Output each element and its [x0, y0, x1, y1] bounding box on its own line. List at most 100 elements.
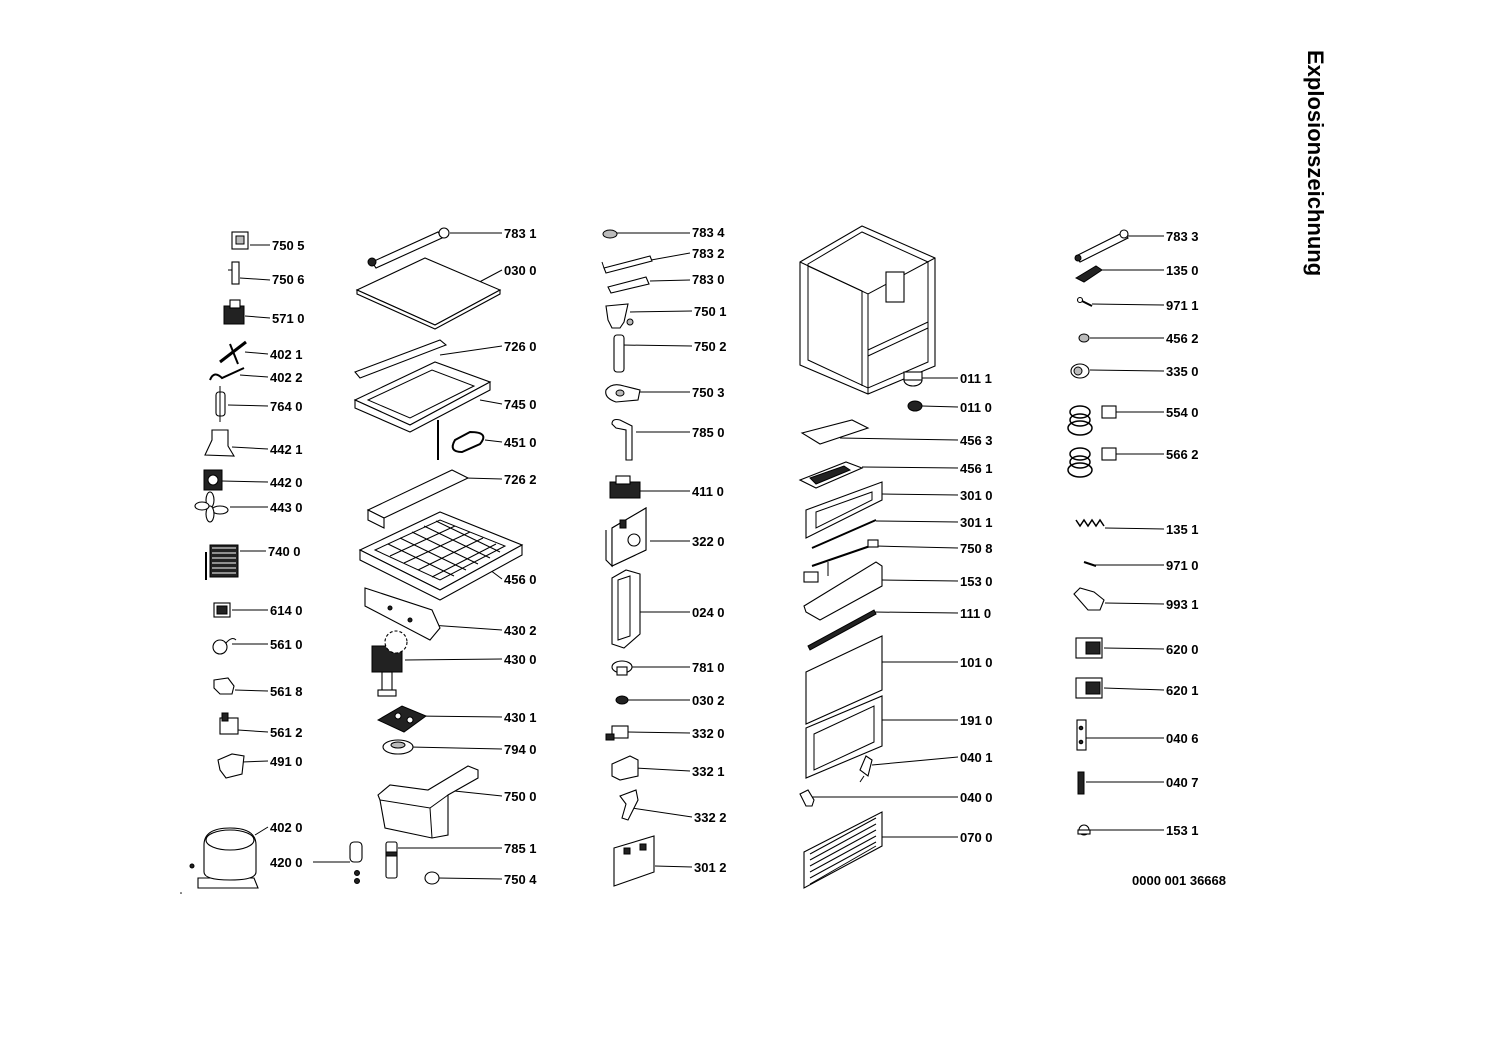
- part-label-024-0: 024 0: [692, 605, 725, 620]
- rod-icon: [811, 519, 877, 549]
- part-label-135-0: 135 0: [1166, 263, 1199, 278]
- part-label-794-0: 794 0: [504, 742, 537, 757]
- part-label-451-0: 451 0: [504, 435, 537, 450]
- part-label-011-1: 011 1: [960, 371, 992, 386]
- part-label-040-7: 040 7: [1166, 775, 1199, 790]
- part-label-614-0: 614 0: [270, 603, 303, 618]
- base-unit-icon: [376, 705, 428, 733]
- part-label-561-2: 561 2: [270, 725, 303, 740]
- part-label-750-2: 750 2: [694, 339, 727, 354]
- part-label-456-2: 456 2: [1166, 331, 1199, 346]
- part-label-971-0: 971 0: [1166, 558, 1199, 573]
- part-label-750-1: 750 1: [694, 304, 727, 319]
- grille-icon: [803, 811, 883, 889]
- part-label-750-8: 750 8: [960, 541, 993, 556]
- profile-strip-icon: [366, 469, 470, 529]
- part-label-040-6: 040 6: [1166, 731, 1199, 746]
- part-drawings: [189, 225, 1129, 889]
- part-label-740-0: 740 0: [268, 544, 301, 559]
- roller-icon: [1070, 363, 1090, 379]
- part-label-153-0: 153 0: [960, 574, 993, 589]
- part-label-783-4: 783 4: [692, 225, 725, 240]
- part-label-993-1: 993 1: [1166, 597, 1199, 612]
- part-label-101-0: 101 0: [960, 655, 993, 670]
- bolt-icon: [1083, 561, 1097, 567]
- strip-bracket-icon: [1077, 771, 1085, 795]
- tray-icon: [353, 361, 492, 433]
- pipe-icon: [607, 276, 650, 294]
- part-label-111-0: 111 0: [960, 606, 991, 621]
- switch-icon: [213, 602, 231, 618]
- part-label-443-0: 443 0: [270, 500, 303, 515]
- coil-heater-icon: [1067, 405, 1117, 436]
- cap-icon: [1077, 824, 1091, 836]
- tube-fitting-icon: [219, 340, 247, 365]
- compressor-icon: [189, 827, 259, 889]
- part-label-030-2: 030 2: [692, 693, 725, 708]
- clip-icon: [1074, 265, 1103, 283]
- fan-blade-icon: [194, 491, 229, 523]
- solenoid-valve-icon: [231, 231, 249, 250]
- part-label-561-8: 561 8: [270, 684, 303, 699]
- tube-nozzle-icon: [811, 539, 879, 567]
- part-label-783-2: 783 2: [692, 246, 725, 261]
- cover-clip-icon: [213, 677, 235, 695]
- part-label-430-1: 430 1: [504, 710, 537, 725]
- part-label-442-0: 442 0: [270, 475, 303, 490]
- cover-plate-icon: [800, 419, 870, 445]
- part-label-783-1: 783 1: [504, 226, 537, 241]
- part-label-191-0: 191 0: [960, 713, 993, 728]
- screw-icon: [1076, 296, 1093, 307]
- scoop-icon: [1073, 587, 1105, 611]
- drain-tray-icon: [377, 765, 479, 839]
- cabinet-icon: [799, 225, 936, 395]
- part-label-430-0: 430 0: [504, 652, 537, 667]
- heater-wire-icon: [437, 420, 485, 460]
- part-label-402-2: 402 2: [270, 370, 303, 385]
- part-labels: 750 5 750 6 571 0 402 1 402 2 764 0 442 …: [268, 225, 1199, 887]
- part-label-030-0: 030 0: [504, 263, 537, 278]
- control-housing-icon: [605, 507, 647, 568]
- part-label-456-3: 456 3: [960, 433, 993, 448]
- valve-pin-icon: [228, 261, 240, 285]
- part-label-566-2: 566 2: [1166, 447, 1199, 462]
- part-label-335-0: 335 0: [1166, 364, 1199, 379]
- part-label-750-5: 750 5: [272, 238, 305, 253]
- stray-dot: [180, 892, 182, 894]
- part-label-785-1: 785 1: [504, 841, 537, 856]
- part-label-411-0: 411 0: [692, 484, 724, 499]
- part-label-332-0: 332 0: [692, 726, 725, 741]
- gasket-plate-icon: [605, 384, 641, 403]
- mounting-plate-icon: [364, 587, 441, 641]
- starter-capacitor-icon: [349, 841, 363, 884]
- part-label-011-0: 011 0: [960, 400, 992, 415]
- sleeve-icon: [385, 841, 398, 879]
- foot-nut-icon: [907, 400, 923, 412]
- rocker-switch-icon: [1075, 637, 1103, 659]
- part-label-571-0: 571 0: [272, 311, 305, 326]
- foot-icon: [903, 371, 923, 387]
- washer-icon: [602, 229, 618, 239]
- part-label-745-0: 745 0: [504, 397, 537, 412]
- part-label-420-0: 420 0: [270, 855, 303, 870]
- part-label-301-0: 301 0: [960, 488, 993, 503]
- part-label-781-0: 781 0: [692, 660, 725, 675]
- door-frame-icon: [805, 695, 883, 779]
- part-label-442-1: 442 1: [270, 442, 303, 457]
- cover-icon: [217, 753, 245, 779]
- part-label-153-1: 153 1: [1166, 823, 1199, 838]
- part-label-332-1: 332 1: [692, 764, 725, 779]
- part-label-430-2: 430 2: [504, 623, 537, 638]
- part-label-301-2: 301 2: [694, 860, 727, 875]
- part-label-332-2: 332 2: [694, 810, 727, 825]
- bent-hose-icon: [611, 418, 633, 461]
- coil-heater-2-icon: [1067, 447, 1117, 478]
- bracket-icon: [204, 429, 235, 457]
- ring-icon: [382, 739, 414, 755]
- funnel-icon: [605, 303, 634, 329]
- part-label-750-6: 750 6: [272, 272, 305, 287]
- axle-tube-icon: [1074, 229, 1129, 263]
- capillary-tube-icon: [209, 367, 245, 381]
- part-label-750-0: 750 0: [504, 789, 537, 804]
